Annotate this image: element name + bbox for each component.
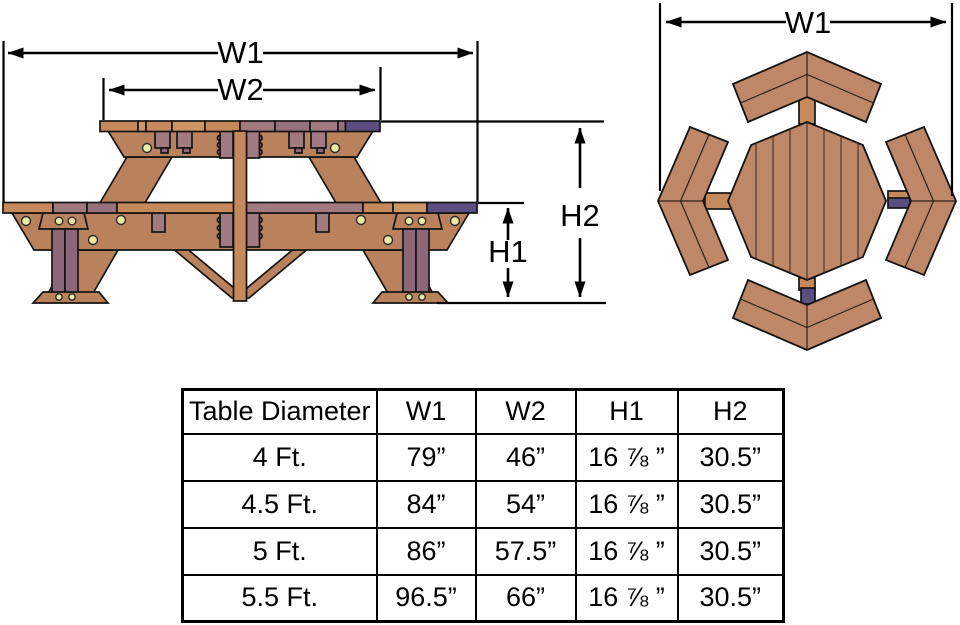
center-hinge-plank <box>219 130 234 159</box>
cell-diameter: 5 Ft. <box>181 526 378 576</box>
cell-diameter: 4 Ft. <box>181 432 378 482</box>
cell-h2: 30.5” <box>676 432 785 482</box>
hinge-knuckles <box>258 216 263 240</box>
cell-h2: 30.5” <box>676 573 785 623</box>
spec-row-5-5ft: 5.5 Ft. 96.5” 66” 16 ⅞ ” 30.5” <box>181 573 785 623</box>
w2-dimension-arrow: W2 <box>108 72 376 107</box>
center-hinge-plank <box>245 130 261 159</box>
cleat-notch <box>182 147 191 154</box>
spec-row-4-5ft: 4.5 Ft. 84” 54” 16 ⅞ ” 30.5” <box>181 479 785 529</box>
spec-table: Table Diameter W1 W2 H1 H2 4 Ft. 79” 46”… <box>181 388 785 623</box>
cell-w1: 84” <box>375 479 477 529</box>
bolt <box>141 142 153 154</box>
spec-row-5ft: 5 Ft. 86” 57.5” 16 ⅞ ” 30.5” <box>181 526 785 576</box>
right-post-cap <box>391 212 444 230</box>
hinge-knuckles <box>258 134 263 156</box>
side-h2-label: H2 <box>560 198 600 233</box>
left-post-cap <box>37 212 90 230</box>
spec-table-header-row: Table Diameter W1 W2 H1 H2 <box>181 388 785 435</box>
tabletop-strip <box>99 120 381 133</box>
bolt <box>417 216 427 226</box>
bolt <box>55 293 63 301</box>
spec-row-4ft: 4 Ft. 79” 46” 16 ⅞ ” 30.5” <box>181 432 785 482</box>
bolt <box>87 234 99 246</box>
left-post-plank <box>64 228 79 300</box>
cell-h2: 30.5” <box>676 479 785 529</box>
cell-w1: 96.5” <box>375 573 477 623</box>
west-bench <box>657 125 730 277</box>
cell-h1: 16 ⅞ ” <box>574 526 679 576</box>
center-post <box>232 130 248 302</box>
cleat-notch <box>316 147 325 154</box>
top-w1-dimension-arrow: W1 <box>665 5 947 40</box>
column-header-w1: W1 <box>375 388 477 435</box>
column-header-h2: H2 <box>676 388 785 435</box>
column-header-diameter: Table Diameter <box>181 388 378 435</box>
bolt <box>405 293 413 301</box>
picnic-table-side-view: W1 W2 H2 H1 <box>2 35 606 305</box>
bolt <box>20 215 32 227</box>
east-bench <box>884 125 957 277</box>
cleat-notch <box>294 147 303 154</box>
column-header-w2: W2 <box>474 388 577 435</box>
bolt <box>67 216 77 226</box>
cell-w2: 54” <box>474 479 577 529</box>
cell-h1: 16 ⅞ ” <box>574 432 679 482</box>
east-connector-purple <box>887 197 911 209</box>
south-bench <box>731 278 883 351</box>
brace-cleat <box>151 212 166 233</box>
bolt <box>68 293 76 301</box>
cell-h2: 30.5” <box>676 526 785 576</box>
bolt <box>355 214 367 226</box>
cell-w2: 66” <box>474 573 577 623</box>
hinge-knuckles <box>216 216 221 240</box>
left-post-plank <box>51 228 66 300</box>
bolt <box>418 293 426 301</box>
center-hinge-plank <box>245 212 261 248</box>
bolt <box>382 234 394 246</box>
h2-dimension-arrow: H2 <box>560 127 600 298</box>
bolt <box>54 216 64 226</box>
top-w1-label: W1 <box>785 5 832 40</box>
bolt <box>115 214 127 226</box>
bolt <box>329 142 341 154</box>
center-hinge-plank <box>219 212 234 248</box>
apron-cleat <box>154 130 171 149</box>
cell-h1: 16 ⅞ ” <box>574 573 679 623</box>
side-h1-label: H1 <box>488 234 528 269</box>
cell-diameter: 4.5 Ft. <box>181 479 378 529</box>
apron-cleat <box>288 130 305 149</box>
north-bench <box>731 51 883 124</box>
cell-w1: 79” <box>375 432 477 482</box>
cell-diameter: 5.5 Ft. <box>181 573 378 623</box>
side-view-dimensions: W1 W2 H2 H1 <box>2 35 606 305</box>
cell-w1: 86” <box>375 526 477 576</box>
bolt <box>449 215 461 227</box>
brace-cleat <box>315 212 330 233</box>
picnic-table-top-view: W1 <box>657 3 957 351</box>
bench-seat-strip <box>2 201 478 214</box>
apron-cleat <box>310 130 327 149</box>
cell-h1: 16 ⅞ ” <box>574 479 679 529</box>
right-post-plank <box>415 228 430 300</box>
w1-dimension-arrow: W1 <box>7 35 474 70</box>
column-header-h1: H1 <box>574 388 679 435</box>
cell-w2: 57.5” <box>474 526 577 576</box>
side-w2-label: W2 <box>217 72 264 107</box>
cell-w2: 46” <box>474 432 577 482</box>
bolt <box>404 216 414 226</box>
top-view-dimensions: W1 <box>658 3 954 196</box>
apron-cleat <box>176 130 193 149</box>
hinge-knuckles <box>216 134 221 156</box>
right-post-plank <box>402 228 417 300</box>
tabletop-planks <box>755 122 859 280</box>
cleat-notch <box>160 147 169 154</box>
h1-dimension-arrow: H1 <box>488 207 528 298</box>
side-w1-label: W1 <box>217 35 264 70</box>
